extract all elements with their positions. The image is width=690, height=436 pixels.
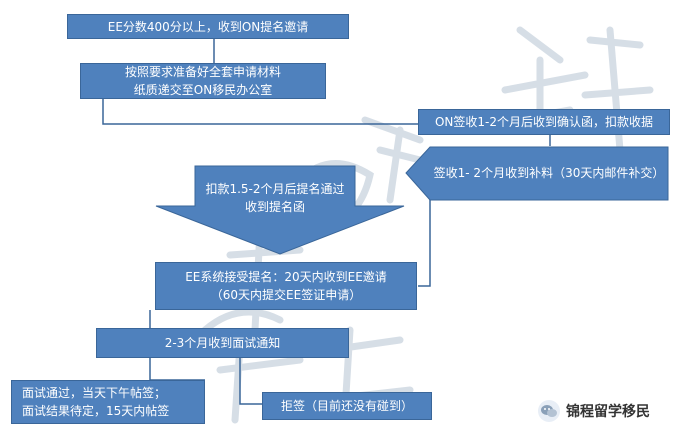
- wechat-icon: [538, 400, 560, 422]
- connector-7-9: [239, 358, 262, 405]
- brand-watermark: 锦程留学移民: [538, 400, 650, 422]
- step-text-line2: （60天内提交EE签证申请）: [210, 288, 362, 302]
- step-interview-result: 面试通过，当天下午帖签； 面试结果待定，15天内帖签: [11, 380, 205, 424]
- step-supplement-request: 签收1- 2个月收到补料（30天内邮件补交）: [433, 166, 665, 180]
- step-refusal: 拒签（目前还没有碰到）: [262, 392, 432, 420]
- step-prepare-materials: 按照要求准备好全套申请材料 纸质递交至ON移民办公室: [80, 63, 326, 99]
- connector-7-8: [149, 358, 205, 381]
- step-text-line2: 面试结果待定，15天内帖签: [22, 404, 170, 418]
- step-text-line1: EE系统接受提名：20天内收到EE邀请: [185, 270, 387, 284]
- step-nomination-invite: EE分数400分以上，收到ON提名邀请: [67, 14, 349, 39]
- left-chevron-shape: [405, 146, 669, 201]
- connector-2-3: [102, 98, 418, 125]
- step-text: EE分数400分以上，收到ON提名邀请: [107, 19, 309, 34]
- brand-name: 锦程留学移民: [566, 404, 650, 420]
- connector-4-6: [418, 194, 431, 287]
- step-text: 拒签（目前还没有碰到）: [280, 399, 413, 413]
- step-confirmation-letter: ON签收1-2个月后收到确认函，扣款收据: [418, 109, 670, 135]
- step-text-line1: 面试通过，当天下午帖签；: [22, 386, 167, 400]
- step-interview-notice: 2-3个月收到面试通知: [96, 328, 349, 358]
- step-text-line1: 按照要求准备好全套申请材料: [124, 65, 281, 79]
- step-nomination-approved: 扣款1.5-2个月后提名通过 收到提名函: [205, 182, 345, 214]
- down-arrow-shape: [155, 165, 405, 255]
- step-text-line2: 纸质递交至ON移民办公室: [133, 83, 273, 97]
- step-text: ON签收1-2个月后收到确认函，扣款收据: [434, 115, 654, 129]
- step-text: 2-3个月收到面试通知: [164, 336, 281, 350]
- step-ee-accept: EE系统接受提名：20天内收到EE邀请 （60天内提交EE签证申请）: [155, 262, 417, 310]
